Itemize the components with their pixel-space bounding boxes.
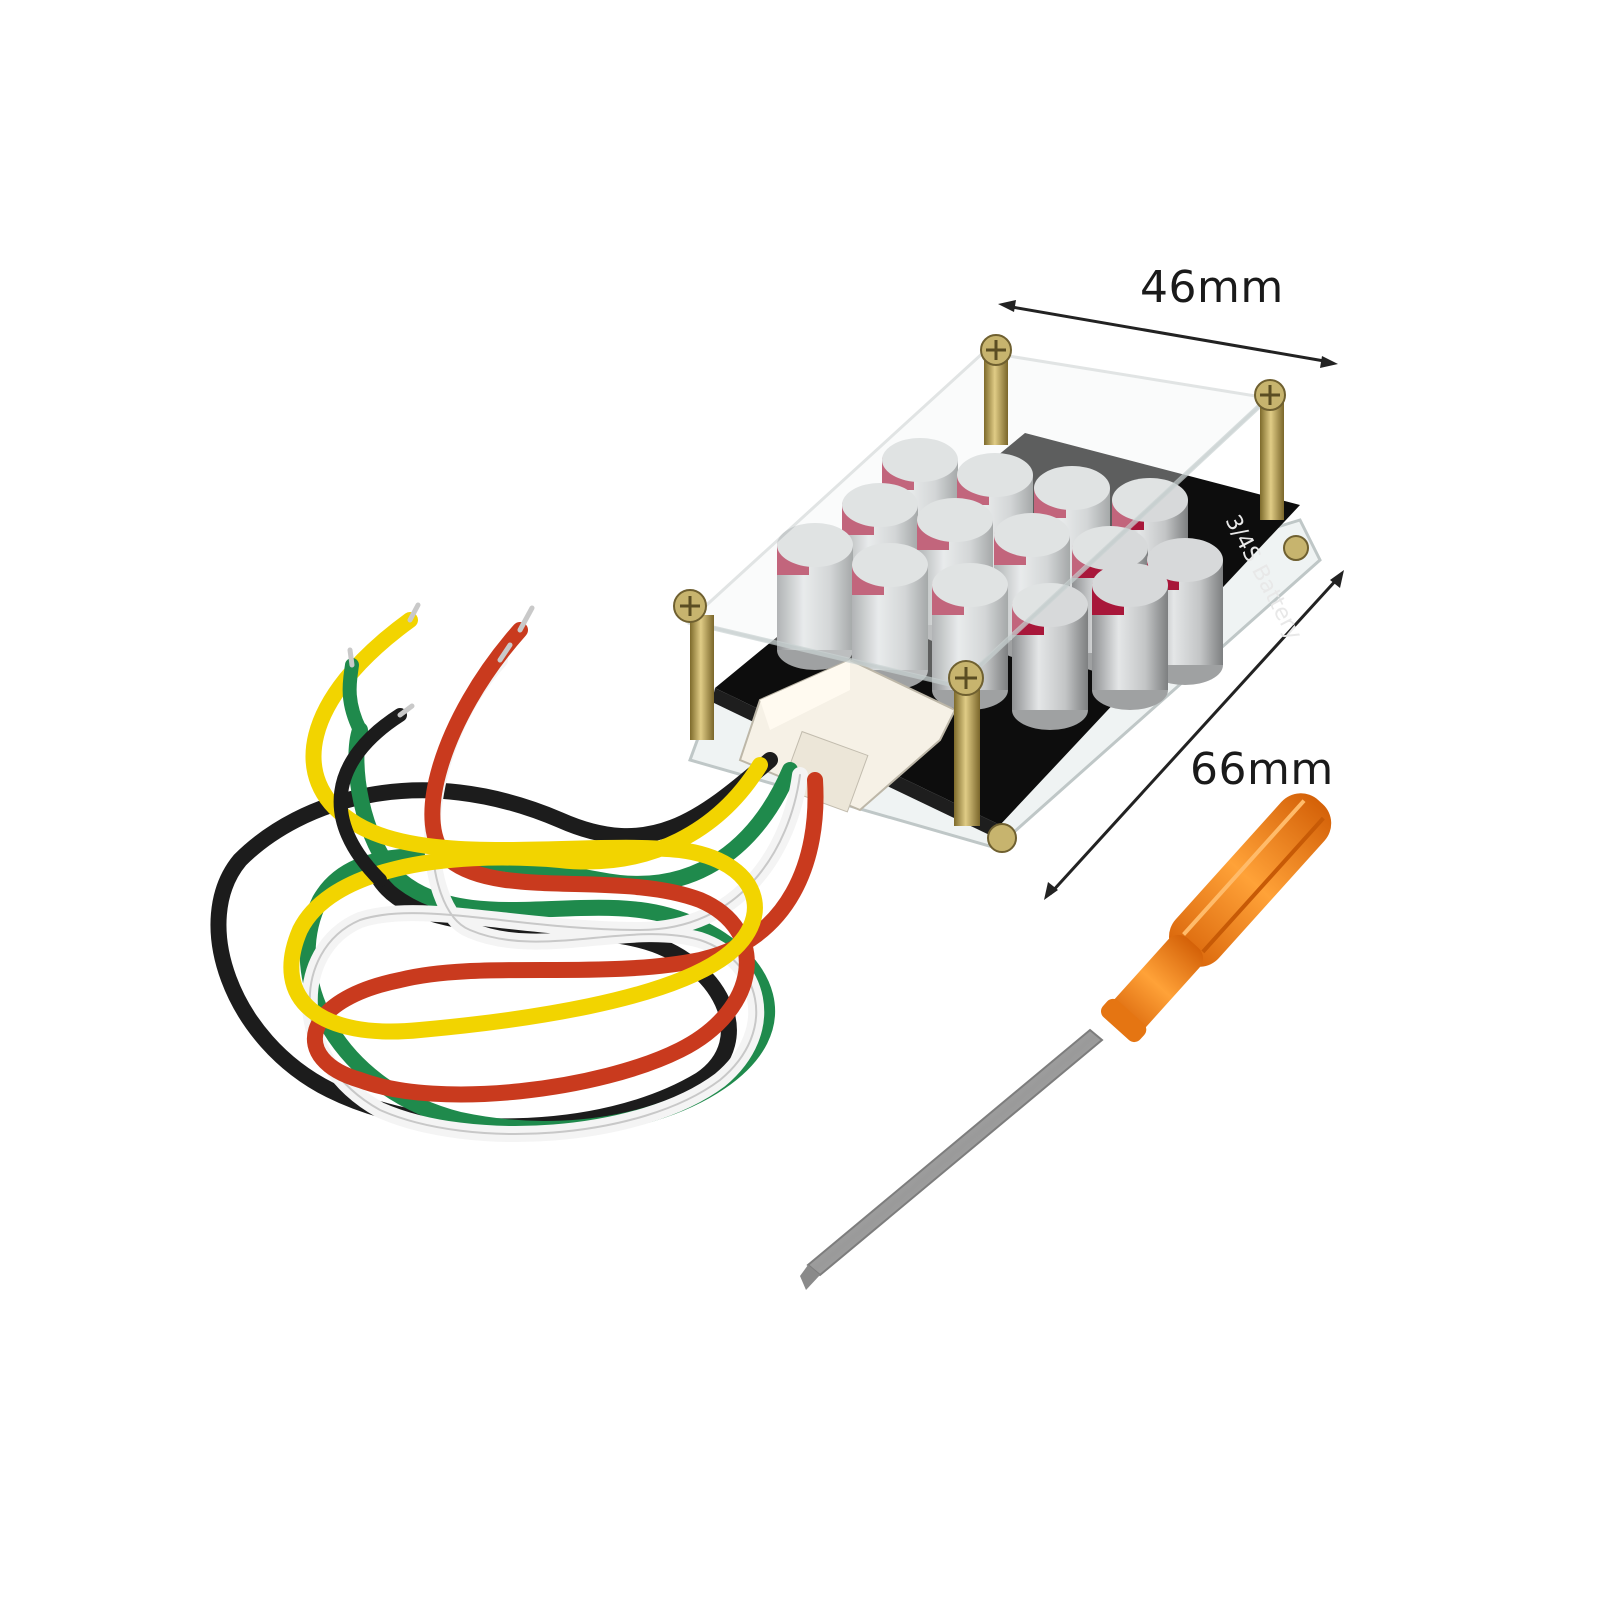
capacitor — [777, 523, 853, 670]
screwdriver-handle — [1101, 793, 1332, 1043]
length-dimension-arrow — [1044, 570, 1344, 900]
standoff-back-right — [1260, 400, 1284, 520]
wire-red — [306, 622, 824, 1103]
width-dimension-arrow — [998, 300, 1338, 368]
screwdriver — [800, 793, 1332, 1290]
wire-tips — [347, 602, 535, 718]
wire-green-tail — [342, 658, 367, 737]
standoff-front-right — [954, 676, 980, 826]
wire-white-outline — [308, 659, 801, 1135]
capacitor — [1092, 563, 1168, 710]
capacitor — [932, 563, 1008, 710]
standoff-front-left — [690, 615, 714, 740]
wire-black-tail — [333, 708, 407, 887]
length-dimension-label: 66mm — [1190, 744, 1334, 795]
screw-heads — [673, 334, 1309, 853]
screwdriver-shaft — [806, 1028, 1104, 1277]
wire-bundle — [210, 612, 824, 1142]
wire-yellow — [283, 612, 768, 1040]
capacitor-array — [777, 438, 1223, 730]
width-dimension-label: 46mm — [1140, 262, 1284, 313]
screwdriver-tip — [800, 1265, 820, 1290]
